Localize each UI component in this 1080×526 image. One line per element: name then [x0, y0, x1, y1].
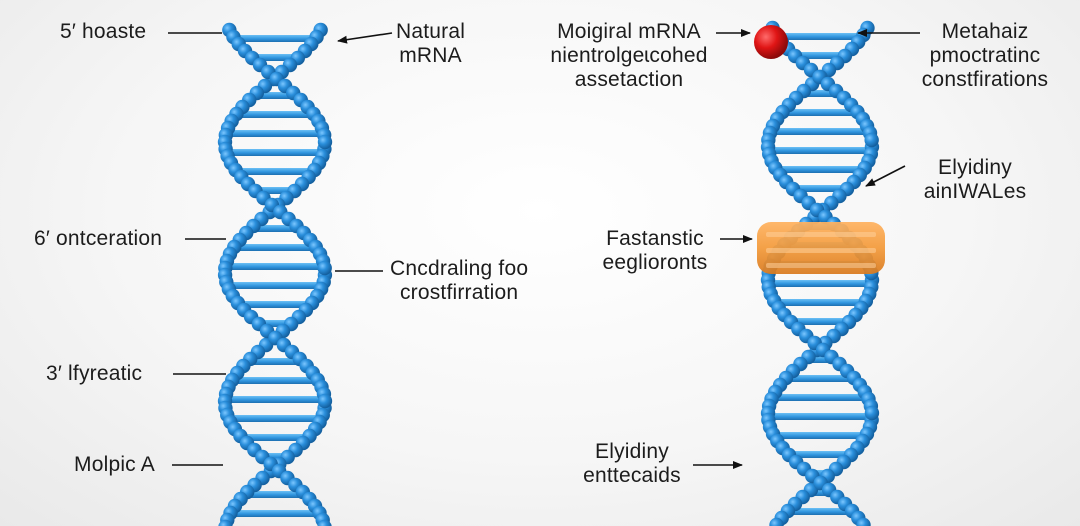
strand-bead: [856, 517, 871, 526]
label-six-prime: 6′ ontceration: [34, 227, 163, 250]
base-pair-rung: [768, 413, 872, 420]
label-elyidiny-bottom-line2: enttecaids: [583, 464, 681, 487]
highlight-band-rungs: [766, 232, 876, 268]
label-five-prime: 5′ hoaste: [60, 20, 147, 43]
label-elyidiny-top-line2: ainIWALes: [923, 180, 1027, 203]
pointer-lines: [168, 29, 920, 469]
label-three-prime: 3′ lfyreatic: [46, 362, 143, 385]
label-elyidiny-top: Elyidiny ainIWALes: [910, 156, 1040, 204]
base-pair-rung: [225, 396, 325, 403]
base-pair-rung: [773, 432, 867, 439]
label-fastanstic: Fastanstic eeglioronts: [590, 227, 720, 275]
strand-bead: [317, 519, 332, 526]
label-encoding: Cncdraling foo crostfirration: [390, 257, 528, 305]
label-elyidiny-bottom: Elyidiny enttecaids: [570, 440, 694, 488]
base-pair-rung: [770, 128, 870, 135]
base-pair-rung: [232, 377, 318, 384]
base-pair-rung: [782, 109, 858, 116]
base-pair-rung: [241, 434, 309, 441]
label-metahaiz-line2: pmoctratinc: [929, 44, 1041, 67]
strand-bead: [218, 519, 233, 526]
label-encoding-line1: Cncdraling foo: [390, 257, 529, 280]
strand-bead: [769, 517, 784, 526]
label-fastanstic-line1: Fastanstic: [606, 227, 704, 250]
label-metahaiz-line3: constfirations: [921, 68, 1049, 91]
base-pair-rung: [236, 111, 314, 118]
strand-bead: [317, 134, 333, 150]
label-natural-mrna-line2: mRNA: [399, 44, 462, 67]
label-elyidiny-top-line1: Elyidiny: [938, 156, 1012, 179]
label-metahaiz: Metahaiz pmoctratinc constfirations: [910, 20, 1060, 92]
label-modified-mrna-line2: nientrolgeɩcohed: [550, 44, 708, 67]
base-pair-rung: [226, 149, 324, 156]
base-pair-rung: [234, 244, 316, 251]
base-pair-rung: [226, 130, 324, 137]
pointer-natural-mrna: [337, 32, 393, 44]
label-modified-mrna-line1: Moigiral mRNA: [557, 20, 701, 43]
base-pair-rung: [230, 510, 320, 517]
base-pair-rung: [227, 282, 323, 289]
base-pair-rung: [768, 280, 872, 287]
label-fastanstic-line2: eeglioronts: [602, 251, 708, 274]
base-pair-rung: [790, 318, 850, 325]
label-modified-mrna-line3: assetaction: [574, 68, 684, 91]
base-pair-rung: [225, 263, 325, 270]
base-pair-rung: [251, 225, 299, 232]
base-pair-rung: [236, 168, 314, 175]
strand-bead: [317, 393, 333, 409]
strand-back: [217, 22, 333, 526]
base-pair-rung: [772, 394, 868, 401]
base-pair-rung: [788, 451, 852, 458]
base-pair-rung: [777, 33, 863, 40]
cap-marker: [754, 25, 788, 59]
label-molpic: Molpic A: [74, 453, 155, 476]
label-natural-mrna: Natural mRNA: [396, 20, 465, 68]
base-pair-rung: [768, 147, 872, 154]
label-modified-mrna: Moigiral mRNA nientrolgeɩcohed assetacti…: [540, 20, 718, 92]
strand-front: [217, 22, 333, 526]
strand-bead: [864, 405, 880, 421]
label-elyidiny-bottom-line1: Elyidiny: [595, 440, 669, 463]
base-pair-rung: [245, 491, 305, 498]
base-pair-rung: [238, 301, 312, 308]
strand-bead: [864, 132, 879, 148]
strand-bead: [317, 260, 332, 276]
base-pair-rung: [254, 92, 296, 99]
left-helix: [217, 22, 333, 526]
label-metahaiz-line1: Metahaiz: [941, 20, 1029, 43]
base-pair-rung: [228, 415, 322, 422]
base-pair-rung: [787, 508, 853, 515]
base-pair-rung: [774, 299, 866, 306]
base-pair-rung: [248, 358, 302, 365]
base-pair-rung: [786, 375, 854, 382]
base-pair-rung: [234, 35, 316, 42]
pointer-elyidiny-top: [865, 165, 906, 187]
label-encoding-line2: crostfirration: [399, 281, 519, 304]
base-pair-rung: [775, 166, 865, 173]
label-natural-mrna-line1: Natural: [396, 20, 466, 43]
base-pair-rung: [792, 185, 848, 192]
